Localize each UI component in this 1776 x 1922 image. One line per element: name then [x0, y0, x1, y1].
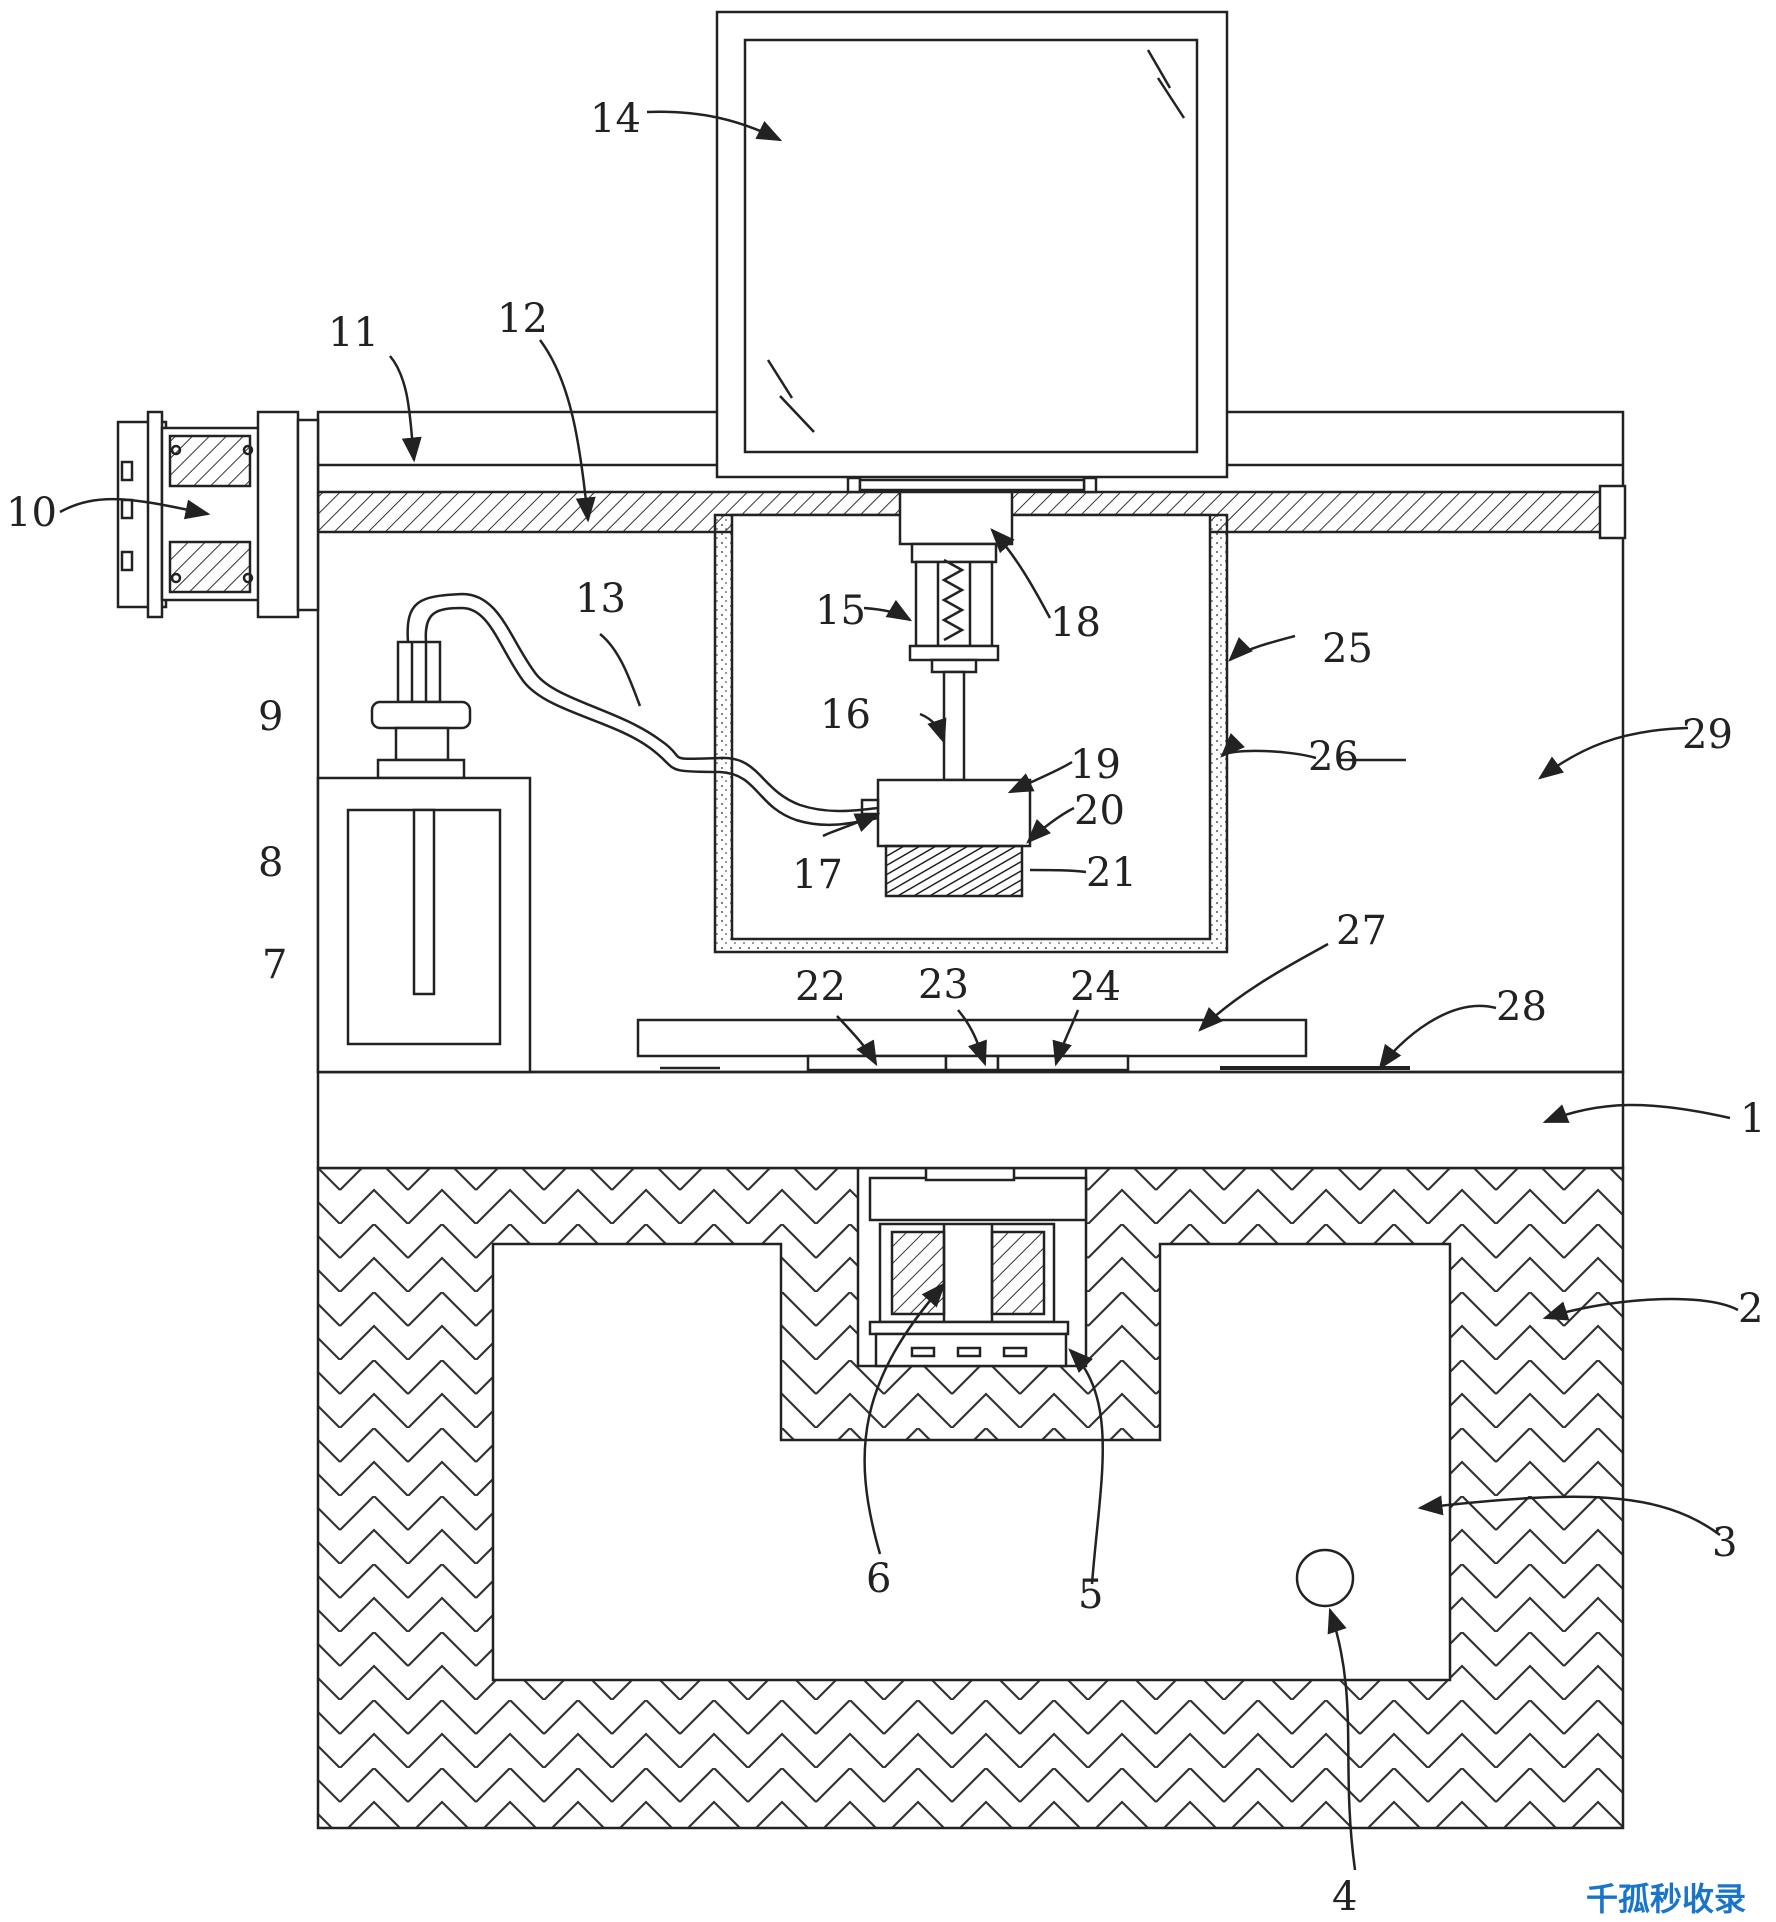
numeral-16: 16: [820, 692, 871, 738]
hose: [406, 592, 879, 813]
numeral-23: 23: [918, 962, 969, 1008]
brush: [884, 844, 1024, 898]
grinding-head: [876, 778, 1032, 848]
numeral-24: 24: [1070, 964, 1121, 1010]
drain-hole: [1295, 1548, 1355, 1608]
numeral-26: 26: [1308, 734, 1359, 780]
numeral-27: 27: [1336, 908, 1387, 954]
slider-block: [898, 490, 1014, 546]
numeral-9: 9: [258, 694, 283, 740]
numeral-7: 7: [262, 942, 287, 988]
numeral-3: 3: [1712, 1520, 1737, 1566]
numeral-2: 2: [1738, 1286, 1763, 1332]
numeral-17: 17: [792, 852, 843, 898]
numeral-20: 20: [1074, 788, 1125, 834]
base-plate: [316, 1070, 1625, 1170]
numeral-11: 11: [328, 310, 379, 356]
numeral-15: 15: [815, 588, 866, 634]
numeral-1: 1: [1740, 1096, 1765, 1142]
numeral-18: 18: [1050, 600, 1101, 646]
numeral-19: 19: [1070, 742, 1121, 788]
watermark: 千孤秒收录: [1586, 1880, 1746, 1918]
numeral-10: 10: [6, 490, 57, 536]
numeral-8: 8: [258, 840, 283, 886]
numeral-6: 6: [866, 1556, 891, 1602]
cavity: [491, 1242, 1452, 1682]
numeral-12: 12: [497, 296, 548, 342]
numeral-14: 14: [590, 96, 641, 142]
numeral-4: 4: [1332, 1874, 1357, 1920]
numeral-5: 5: [1078, 1572, 1103, 1618]
numeral-29: 29: [1682, 712, 1733, 758]
reference-numerals: 14 11 12 10 13 15 18 25 9 16 26 29 19 20…: [6, 96, 1765, 1920]
numeral-22: 22: [795, 964, 846, 1010]
numeral-28: 28: [1496, 984, 1547, 1030]
numeral-21: 21: [1086, 850, 1137, 896]
numeral-25: 25: [1322, 626, 1373, 672]
numeral-13: 13: [575, 576, 626, 622]
